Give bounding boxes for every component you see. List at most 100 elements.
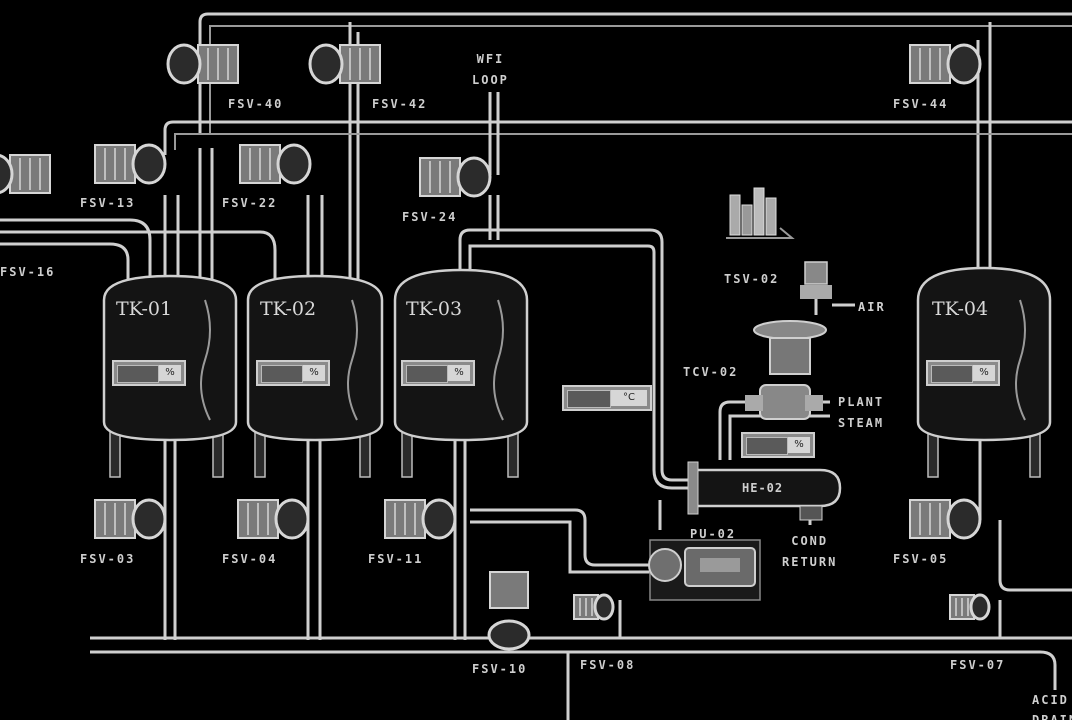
tk03-to-he-pipe [458, 228, 700, 482]
valve-body [969, 593, 991, 621]
pump-label: PU-02 [690, 527, 737, 541]
level-display-tk03[interactable]: % [401, 360, 475, 386]
top-header-pipe [198, 12, 1072, 135]
valve-flange [745, 395, 763, 411]
tk03-to-pump-b [470, 520, 650, 574]
control-valve-tcv02[interactable] [745, 320, 827, 420]
valve-body [456, 156, 492, 198]
valve-position-display-tcv02[interactable]: % [741, 432, 815, 458]
level-unit: % [973, 365, 995, 381]
solenoid-valve-tsv02[interactable] [800, 261, 855, 315]
pump-volute [648, 548, 682, 582]
wfi-header-return [174, 133, 1072, 150]
valve-label-fsv22: FSV-22 [222, 196, 278, 210]
tank-leg [359, 431, 371, 478]
tank-leg [254, 431, 266, 478]
valve-fsv04[interactable] [237, 498, 310, 540]
valve-label-fsv40: FSV-40 [228, 97, 284, 111]
valve-fsv05[interactable] [909, 498, 982, 540]
valve-fsv08[interactable] [573, 593, 615, 621]
level-unit: % [303, 365, 325, 381]
level-display-tk01[interactable]: % [112, 360, 186, 386]
valve-body [131, 143, 167, 185]
valve-fsv13[interactable] [94, 143, 167, 185]
valve-fsv24[interactable] [419, 156, 492, 198]
valve-label-fsv03: FSV-03 [80, 552, 136, 566]
solenoid-coil [804, 261, 828, 285]
level-wave [200, 299, 211, 421]
valve-body [308, 43, 344, 85]
level-unit: % [448, 365, 470, 381]
valve-label-fsv05: FSV-05 [893, 552, 949, 566]
tank-tk01[interactable] [102, 274, 238, 478]
pump-pu02[interactable] [648, 539, 761, 601]
valve-body [421, 498, 457, 540]
valve-body [593, 593, 615, 621]
valve-label-fsv24: FSV-24 [402, 210, 458, 224]
valve-body [946, 498, 982, 540]
valve-fsv16[interactable] [0, 154, 51, 194]
position-unit: % [788, 437, 810, 453]
level-value [261, 365, 303, 383]
tk04-to-header [998, 520, 1072, 592]
trend-bar [729, 194, 741, 236]
level-value [117, 365, 159, 383]
valve-label-fsv11: FSV-11 [368, 552, 424, 566]
tank-vessel [916, 266, 1052, 442]
valve-label-fsv44: FSV-44 [893, 97, 949, 111]
feed-line-2 [0, 230, 277, 285]
valve-body [487, 619, 531, 651]
valve-fsv11[interactable] [384, 498, 457, 540]
tank-name-tk01: TK-01 [116, 298, 173, 320]
tank-leg [109, 431, 121, 478]
cond-return-label: COND RETURN [782, 534, 838, 569]
tank-tk03[interactable] [393, 268, 529, 478]
trend-bar [741, 204, 753, 236]
temperature-display-he02[interactable]: °C [562, 385, 652, 411]
position-value [746, 437, 788, 455]
tank-name-tk04: TK-04 [932, 298, 989, 320]
tank-tk02[interactable] [246, 274, 384, 478]
tank-leg [507, 431, 519, 478]
tank-leg [212, 431, 224, 478]
level-wave [493, 299, 504, 421]
tk03-to-pump [470, 508, 650, 567]
valve-fsv10[interactable] [487, 571, 531, 651]
level-value [931, 365, 973, 383]
trend-icon[interactable] [726, 187, 795, 239]
top-header-return [209, 25, 1072, 135]
valve-fsv40[interactable] [166, 43, 239, 85]
tank-tk04[interactable] [916, 266, 1052, 478]
valve-label-fsv07: FSV-07 [950, 658, 1006, 672]
valve-fsv03[interactable] [94, 498, 167, 540]
trend-bar [765, 197, 777, 236]
level-unit: % [159, 365, 181, 381]
valve-fsv42[interactable] [308, 43, 381, 85]
air-label: AIR [858, 300, 886, 314]
plant-steam-label: PLANT STEAM [838, 395, 885, 430]
valve-label-tsv02: TSV-02 [724, 272, 780, 286]
trend-bar [753, 187, 765, 236]
valve-label-fsv04: FSV-04 [222, 552, 278, 566]
heat-exchanger-he02[interactable] [687, 461, 842, 521]
valve-body [0, 154, 14, 194]
valve-body [131, 498, 167, 540]
tank-name-tk03: TK-03 [406, 298, 463, 320]
tank-vessel [246, 274, 384, 442]
trend-baseline [726, 227, 795, 239]
he-shell [688, 468, 842, 508]
feed-line-3 [0, 242, 130, 285]
level-display-tk04[interactable]: % [926, 360, 1000, 386]
tank-leg [1029, 431, 1041, 478]
valve-fsv44[interactable] [909, 43, 982, 85]
temperature-unit: °C [611, 390, 647, 406]
valve-body [946, 43, 982, 85]
valve-fsv07[interactable] [949, 593, 991, 621]
temperature-value [567, 390, 611, 408]
level-display-tk02[interactable]: % [256, 360, 330, 386]
pump-motor-plate [700, 558, 740, 572]
valve-actuator [489, 571, 529, 609]
valve-fsv22[interactable] [239, 143, 312, 185]
tank-name-tk02: TK-02 [260, 298, 317, 320]
